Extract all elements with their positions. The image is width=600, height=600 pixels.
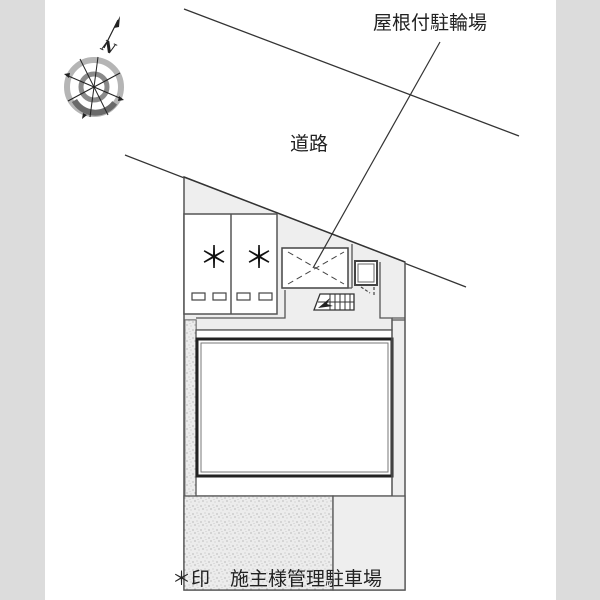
north-label: N — [97, 36, 119, 59]
legend-text: 施主様管理駐車場 — [230, 568, 383, 590]
owner-parking — [183, 213, 278, 315]
building — [195, 329, 394, 497]
bicycle-parking-label: 屋根付駐輪場 — [373, 12, 488, 34]
legend: ＊印施主様管理駐車場 — [172, 570, 382, 589]
parking-marker-2: ＊ — [244, 241, 274, 276]
wheel-stop — [212, 292, 227, 301]
legend-mark: ＊印 — [172, 568, 211, 590]
road-edge-north — [183, 8, 520, 137]
north-arrow-icon: N — [97, 16, 120, 59]
side-yard — [332, 495, 406, 591]
stairs-arrow-icon — [318, 298, 333, 308]
gravel-area — [183, 495, 334, 591]
road-label: 道路 — [290, 133, 329, 155]
stairs — [313, 293, 355, 311]
bicycle-parking — [281, 244, 353, 289]
compass-icon — [64, 56, 124, 119]
gravel-strip — [184, 319, 197, 497]
wheel-stop — [191, 292, 206, 301]
bicycle-label-leader — [312, 41, 441, 269]
wheel-stop — [236, 292, 251, 301]
wheel-stop — [258, 292, 273, 301]
utility-box — [354, 260, 378, 296]
parking-marker-1: ＊ — [199, 241, 229, 276]
